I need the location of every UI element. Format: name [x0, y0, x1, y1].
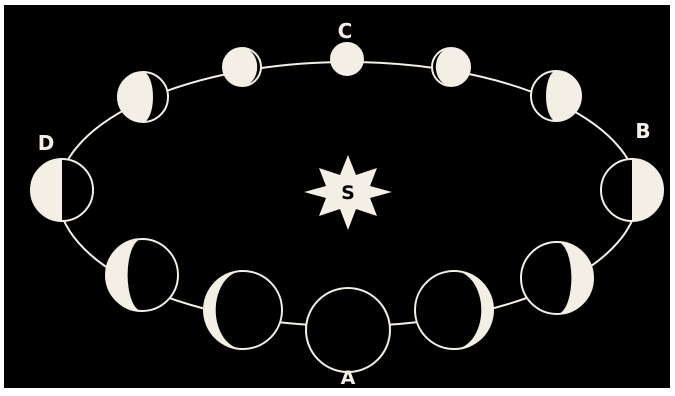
moon-waning-gibbous-1 — [223, 48, 261, 86]
moon-waxing-crescent-2 — [521, 242, 593, 314]
position-label-c: C — [338, 19, 353, 43]
position-label-a: A — [341, 367, 356, 389]
moon-b — [601, 159, 663, 221]
moon-disc — [306, 288, 390, 372]
moon-a — [306, 288, 390, 372]
moon-waning-crescent-1 — [106, 239, 178, 311]
moon-lit-area — [331, 43, 363, 75]
moon-d — [31, 159, 93, 221]
position-label-d: D — [38, 131, 55, 155]
moon-c — [331, 43, 363, 75]
moon-waxing-gibbous-2 — [432, 48, 470, 86]
position-label-b: B — [635, 119, 650, 143]
moon-waxing-crescent-1 — [415, 271, 493, 349]
moon-waning-gibbous-2 — [118, 72, 168, 122]
sun-label: S — [341, 182, 355, 204]
moon-waxing-gibbous-1 — [531, 71, 581, 121]
moon-waning-crescent-2 — [204, 271, 282, 349]
